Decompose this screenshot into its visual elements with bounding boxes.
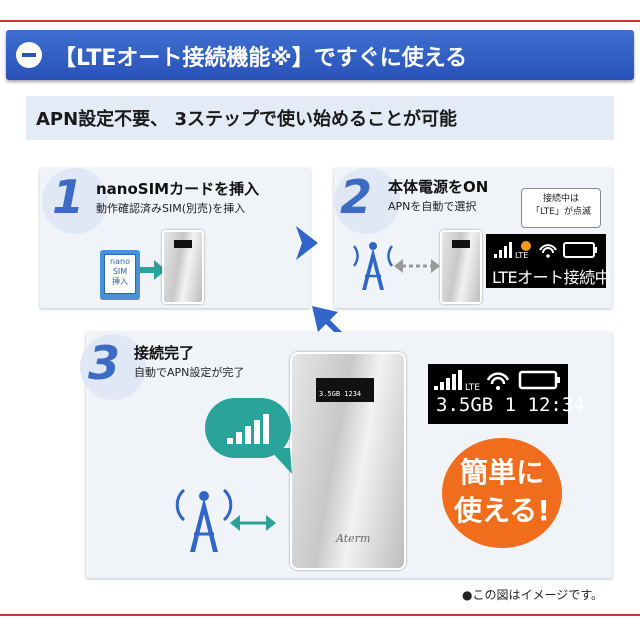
router-device-large: 3.5GB 1234 Aterm bbox=[290, 352, 406, 570]
header-banner: 【LTEオート接続機能※】ですぐに使える bbox=[6, 30, 634, 80]
step-2-number-bg bbox=[334, 168, 400, 234]
down-left-arrow-icon bbox=[312, 306, 342, 336]
blink-note-line-2: 「LTE」が点滅 bbox=[531, 207, 591, 217]
step-3-desc: 自動でAPN設定が完了 bbox=[134, 366, 245, 379]
subheader-text: APN設定不要、 3ステップで使い始めることが可能 bbox=[36, 109, 457, 130]
connected-data-text: 3.5GB 1 12:34 bbox=[436, 394, 585, 416]
antenna-tower-icon bbox=[352, 242, 394, 290]
subheader-bar: APN設定不要、 3ステップで使い始めることが可能 bbox=[26, 96, 614, 140]
bubble-tail bbox=[268, 448, 292, 474]
two-way-arrow-icon bbox=[394, 259, 440, 273]
insert-arrow-icon bbox=[140, 260, 166, 280]
step-1-number-bg bbox=[42, 168, 108, 234]
connected-status-icons: LTE bbox=[434, 370, 560, 392]
svg-text:LTE: LTE bbox=[465, 383, 480, 392]
step-3-title: 接続完了 bbox=[134, 344, 195, 362]
step-2-number: 2 bbox=[340, 170, 373, 224]
router-device-small bbox=[162, 230, 204, 304]
sim-label-1: nano bbox=[110, 257, 130, 266]
image-footnote: ●この図はイメージです。 bbox=[462, 588, 604, 602]
step-1-title: nanoSIMカードを挿入 bbox=[96, 180, 260, 198]
step-2-panel: 2 本体電源をON APNを自動で選択 bbox=[334, 168, 612, 308]
router-device-step2 bbox=[440, 230, 482, 304]
callout-line-1: 簡単に bbox=[459, 456, 544, 489]
top-border bbox=[0, 0, 640, 22]
next-arrow-icon bbox=[296, 226, 318, 260]
sim-card-icon: nano SIM 挿入 bbox=[100, 250, 140, 300]
lte-connecting-text: LTEオート接続中 bbox=[492, 268, 611, 287]
header-title: 【LTEオート接続機能※】ですぐに使える bbox=[54, 46, 468, 71]
blink-note-bubble: 接続中は 「LTE」が点滅 bbox=[521, 188, 601, 228]
easy-to-use-callout: 簡単に 使える! bbox=[442, 438, 562, 548]
sim-label-3: 挿入 bbox=[112, 277, 128, 286]
step-1-panel: 1 nanoSIMカードを挿入 動作確認済みSIM(別売)を挿入 nano SI… bbox=[40, 168, 310, 308]
minus-circle-icon[interactable] bbox=[16, 42, 42, 68]
step-2-desc: APNを自動で選択 bbox=[388, 200, 477, 213]
step-1-desc: 動作確認済みSIM(別売)を挿入 bbox=[96, 202, 246, 215]
svg-text:LTE: LTE bbox=[515, 251, 528, 260]
device-mini-text: 3.5GB 1234 bbox=[319, 390, 362, 398]
connected-status-screen: LTE 3.5GB 1 12:34 bbox=[428, 364, 585, 424]
device-mini-screen: 3.5GB 1234 bbox=[316, 378, 374, 402]
status-icons: LTE bbox=[494, 241, 597, 260]
antenna-tower-large-icon bbox=[175, 488, 233, 552]
blink-note-line-1: 接続中は bbox=[542, 194, 579, 204]
callout-line-2: 使える! bbox=[454, 494, 550, 527]
signal-speech-bubble bbox=[205, 398, 291, 458]
step-3-number: 3 bbox=[88, 336, 121, 390]
two-way-arrow-large-icon bbox=[230, 515, 276, 531]
step-2-title: 本体電源をON bbox=[388, 178, 489, 196]
step-3-number-bg bbox=[80, 334, 146, 400]
sim-label-2: SIM bbox=[112, 267, 128, 276]
signal-bars-icon bbox=[227, 414, 269, 444]
step-1-number: 1 bbox=[52, 170, 85, 224]
lte-connecting-screen: LTE LTEオート接続中 bbox=[486, 234, 611, 288]
device-brand: Aterm bbox=[336, 532, 371, 545]
bottom-border bbox=[0, 614, 640, 616]
